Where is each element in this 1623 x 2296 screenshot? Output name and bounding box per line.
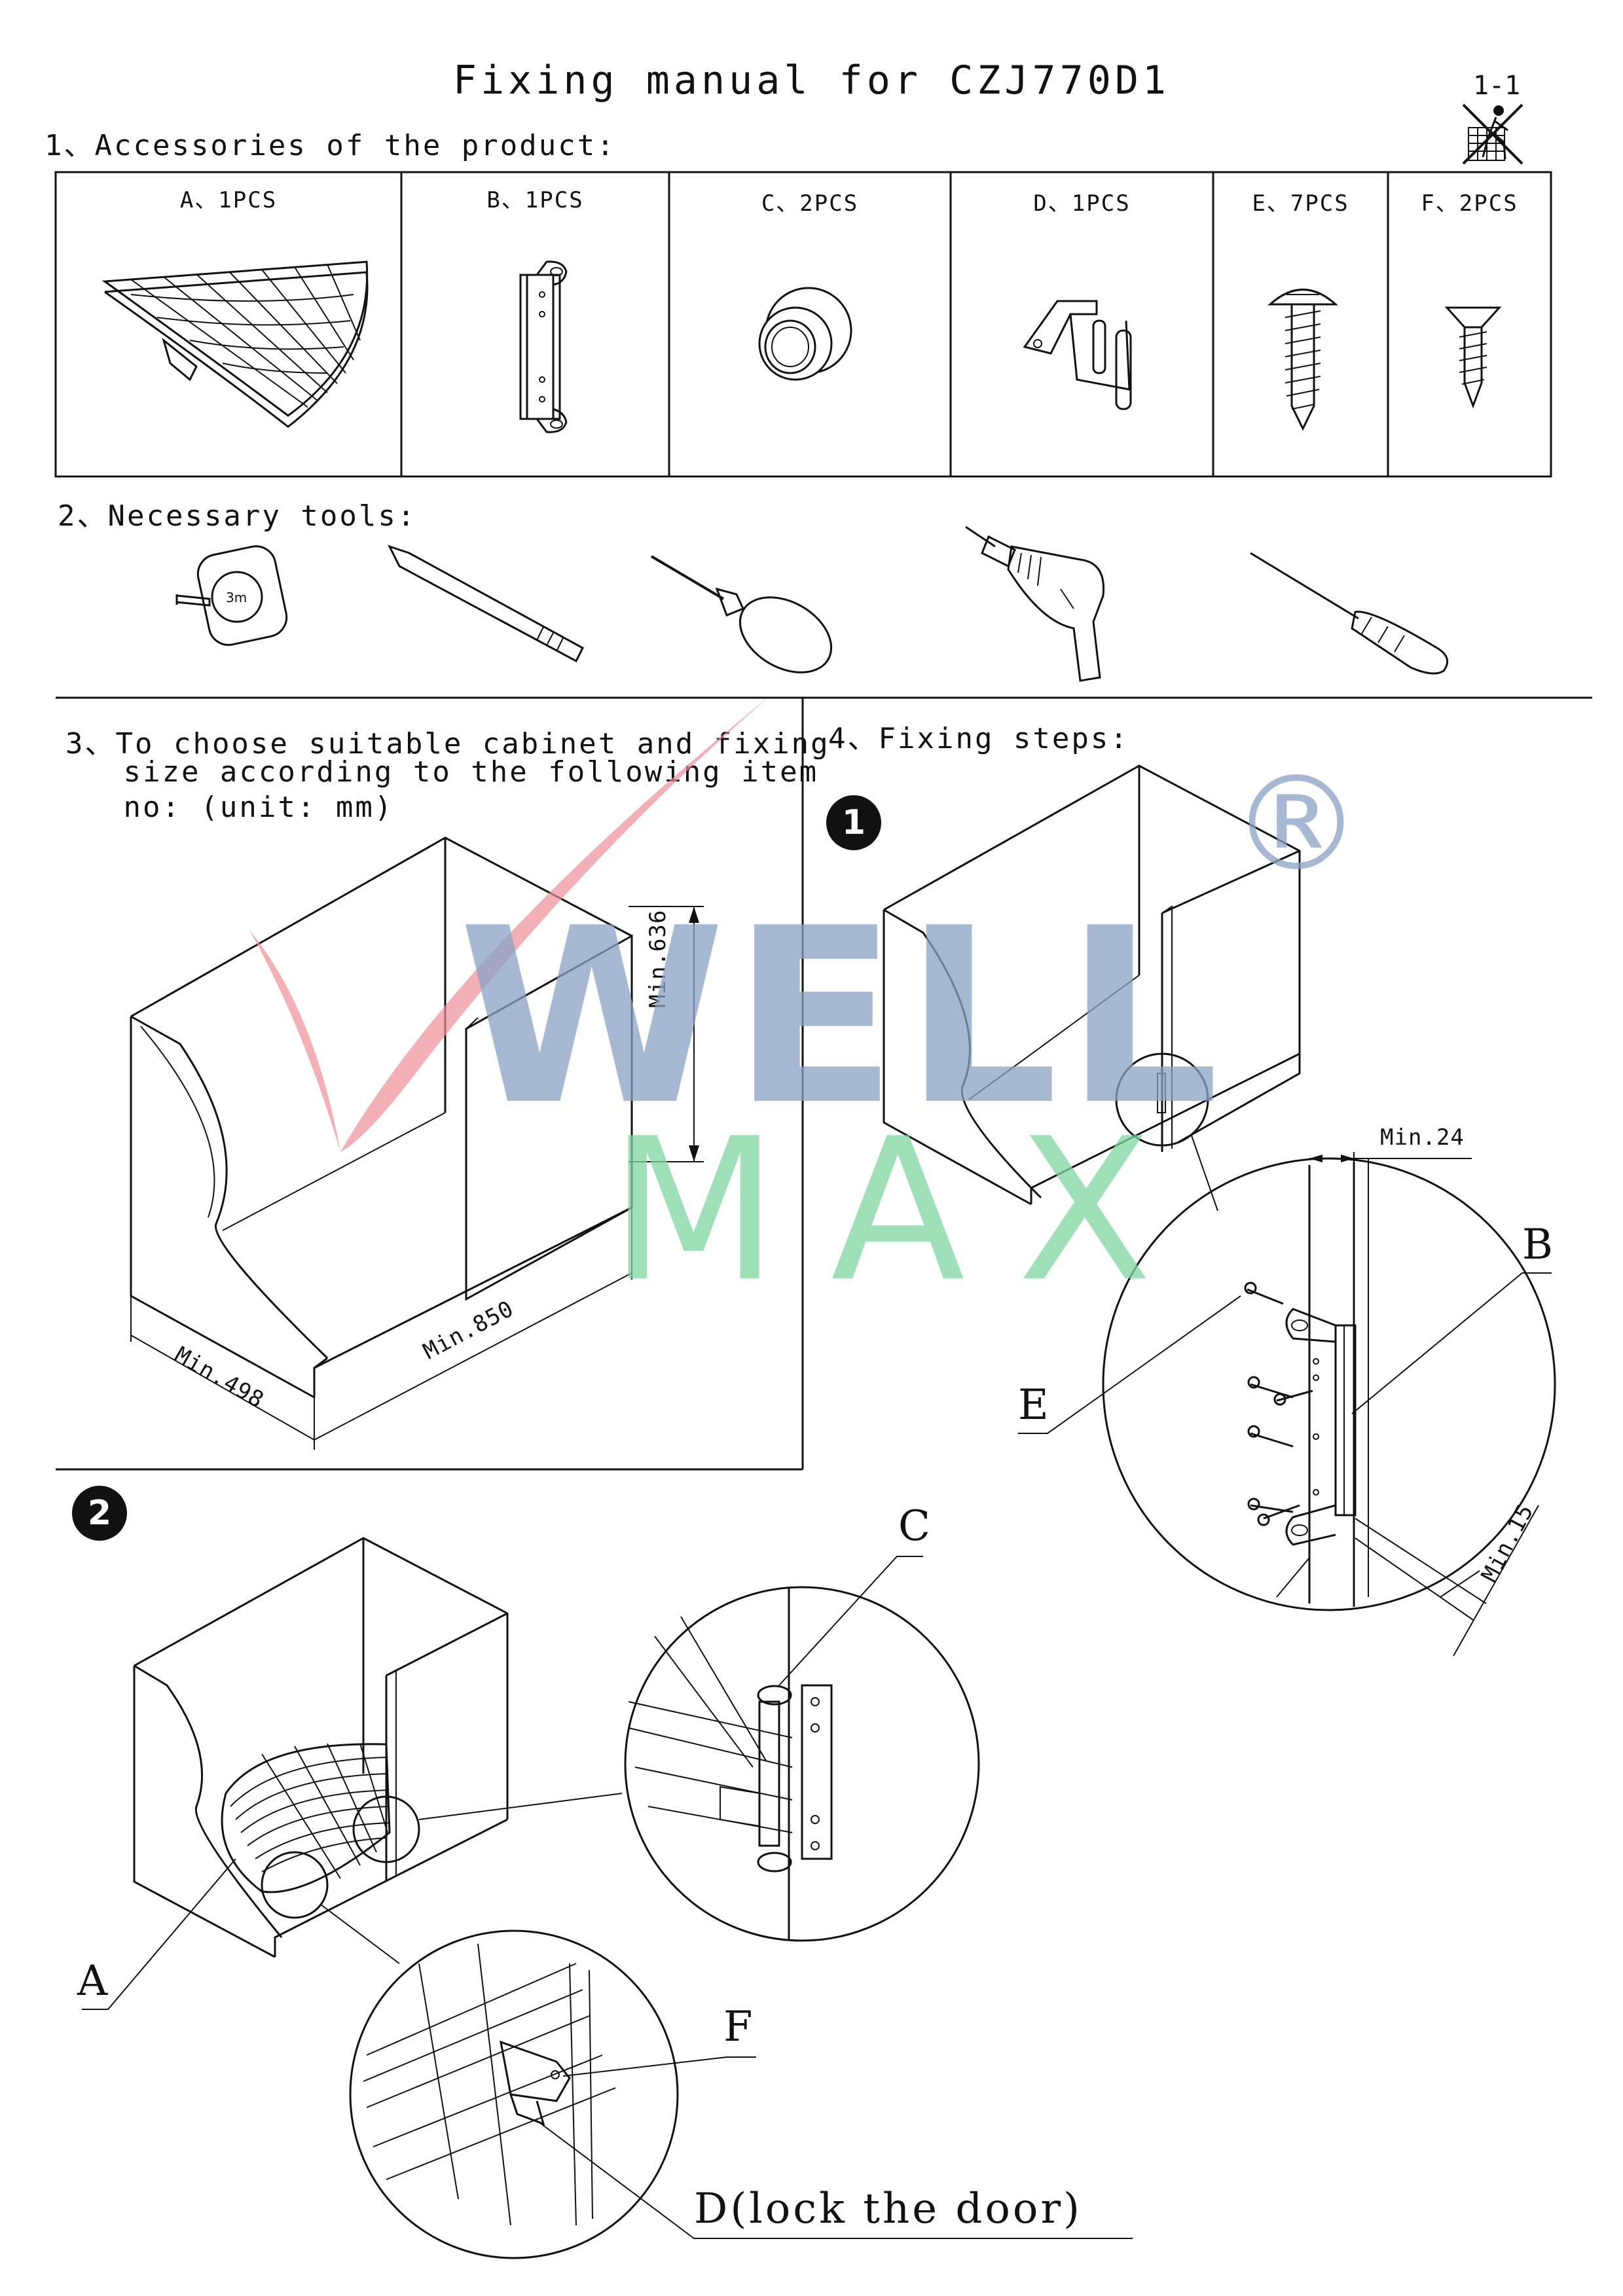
power-drill-icon — [965, 526, 1105, 682]
callout-e: E — [1018, 1381, 1049, 1429]
lock-clip-icon — [1023, 300, 1132, 410]
accessory-f-label: F、2PCS — [1421, 190, 1518, 217]
accessory-d-label: D、1PCS — [1033, 190, 1131, 217]
callout-a: A — [77, 1957, 108, 2005]
callout-c: C — [898, 1502, 930, 1551]
svg-text:3m: 3m — [226, 590, 247, 605]
pencil-icon — [388, 545, 584, 663]
screwdriver-icon — [1250, 552, 1449, 675]
tape-measure-icon: 3m — [175, 545, 288, 646]
section-dividers — [56, 696, 1592, 1471]
section2-heading: 2、Necessary tools: — [58, 499, 417, 533]
accessory-c-label: C、2PCS — [761, 190, 859, 217]
section3-heading-line3: no: (unit: mm) — [65, 791, 394, 824]
countersunk-screw-icon — [1444, 306, 1502, 409]
awl-icon — [650, 555, 833, 673]
watermark-max: MAX — [609, 1096, 1205, 1325]
accessory-b-label: B、1PCS — [486, 187, 584, 213]
watermark-well: WELL — [458, 877, 1226, 1158]
section3-heading-line1: 3、To choose suitable cabinet and fixing — [65, 727, 830, 761]
callout-b: B — [1522, 1221, 1554, 1269]
step1-cabinet-diagram — [883, 764, 1556, 1657]
accessory-e-label: E、7PCS — [1252, 190, 1349, 217]
callout-d-lock-the-door: D(lock the door) — [694, 2185, 1082, 2233]
accessory-a-label: A、1PCS — [179, 187, 278, 213]
step1-badge: 1 — [826, 795, 881, 850]
section3-heading-line2: size according to the following item — [65, 755, 819, 789]
page-number: 1-1 — [1473, 71, 1521, 101]
watermark-checkmark — [249, 694, 773, 1152]
section4-heading: 4、Fixing steps: — [828, 722, 1129, 755]
round-head-screw-icon — [1267, 289, 1338, 431]
dim-min24: Min.24 — [1380, 1124, 1465, 1151]
crossed-out-bin-icon — [1462, 103, 1523, 165]
page-title: Fixing manual for CZJ770D1 — [452, 58, 1171, 103]
accessories-table — [54, 171, 1552, 478]
section1-heading: 1、Accessories of the product: — [45, 129, 616, 162]
cabinet-dimension-diagram — [130, 836, 704, 1450]
mounting-bracket-icon — [519, 260, 568, 433]
step2-badge: 2 — [72, 1486, 127, 1541]
bushing-icon — [758, 287, 852, 381]
watermark-registered: ® — [1231, 748, 1362, 901]
callout-f: F — [723, 2003, 753, 2051]
wire-basket-icon — [101, 260, 369, 428]
